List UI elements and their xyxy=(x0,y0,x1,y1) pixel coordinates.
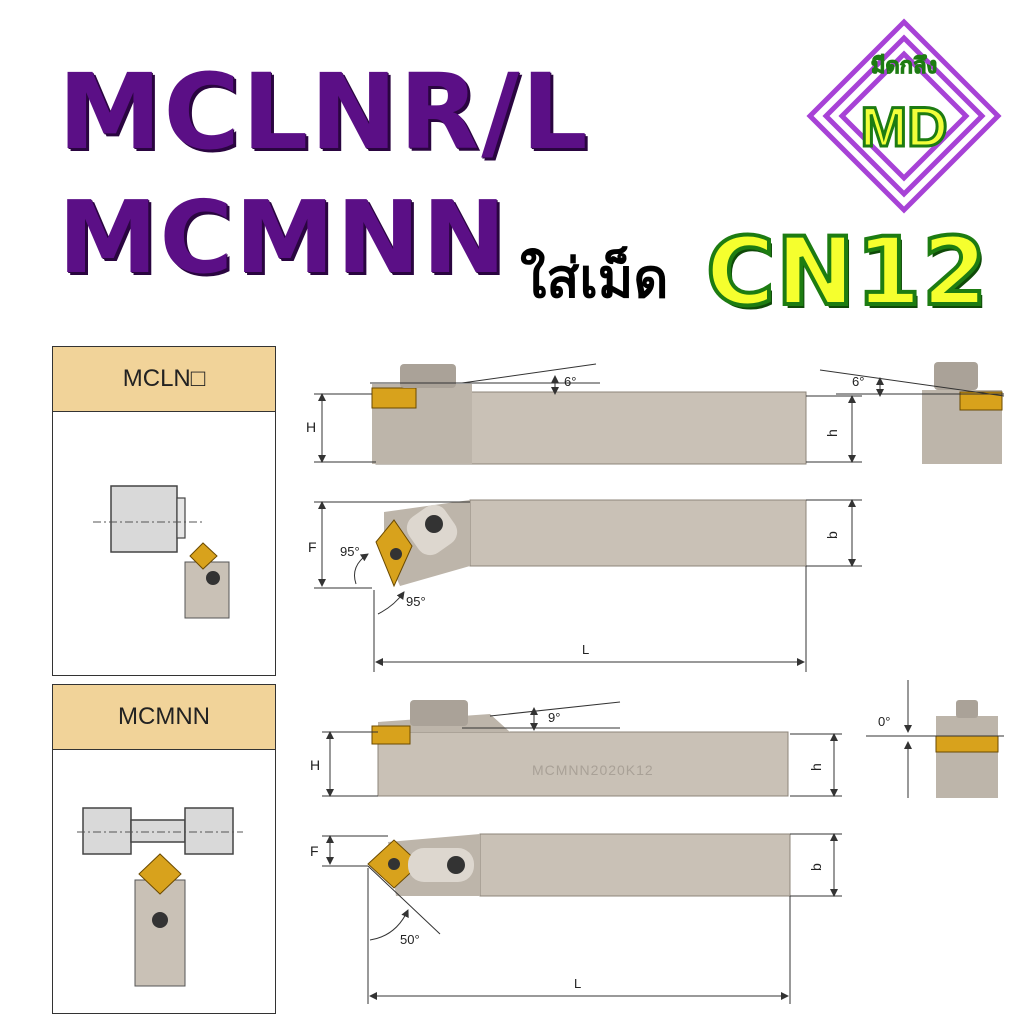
dim-label-H-1: H xyxy=(306,419,316,435)
mclnr-application-sketch xyxy=(93,485,230,619)
logo-thai-text: มีดกลึง xyxy=(871,53,937,78)
angle-label-95-b: 95° xyxy=(406,594,426,609)
mcmnn-side-view: MCMNN2020K12 xyxy=(371,700,789,797)
mcmnn-top-view xyxy=(367,833,791,897)
dim-label-F-2: F xyxy=(310,843,319,859)
angle-label-95-a: 95° xyxy=(340,544,360,559)
angle-label-9: 9° xyxy=(548,710,560,725)
angle-label-6-left: 6° xyxy=(564,374,576,389)
dim-label-h-2: h xyxy=(808,763,824,771)
insert-label-thai: ใส่เม็ด xyxy=(520,247,669,310)
logo-letters: MD xyxy=(860,95,947,158)
holder-engraving: MCMNN2020K12 xyxy=(532,762,654,778)
angle-label-0: 0° xyxy=(878,714,890,729)
dim-label-L-1: L xyxy=(582,642,589,657)
mcmnn-end-view xyxy=(866,700,1004,798)
dim-label-H-2: H xyxy=(310,757,320,773)
panel-header-mcmnn: MCMNN xyxy=(53,685,275,750)
insert-code: CN12 xyxy=(704,218,989,327)
angle-label-6-right: 6° xyxy=(852,374,864,389)
panel-header-mclnr: MCLN□ xyxy=(53,347,275,412)
md-logo: มีดกลึง MD xyxy=(806,18,1002,214)
title-mclnr: MCLNR/L xyxy=(58,51,590,173)
panel-mclnr: MCLN□ xyxy=(52,346,276,676)
mclnr-top-view xyxy=(375,499,807,588)
mclnr-end-view xyxy=(819,362,1005,464)
dim-label-h-1: h xyxy=(824,429,840,437)
dim-label-F-1: F xyxy=(308,539,317,555)
dim-label-L-2: L xyxy=(574,976,581,991)
angle-label-50: 50° xyxy=(400,932,420,947)
dim-label-b-2: b xyxy=(808,863,824,871)
mclnr-side-view xyxy=(370,363,807,465)
mcmnn-application-sketch xyxy=(77,807,243,987)
panel-mcmnn: MCMNN xyxy=(52,684,276,1014)
dim-label-b-1: b xyxy=(824,531,840,539)
title-mcmnn: MCMNN xyxy=(58,179,508,296)
